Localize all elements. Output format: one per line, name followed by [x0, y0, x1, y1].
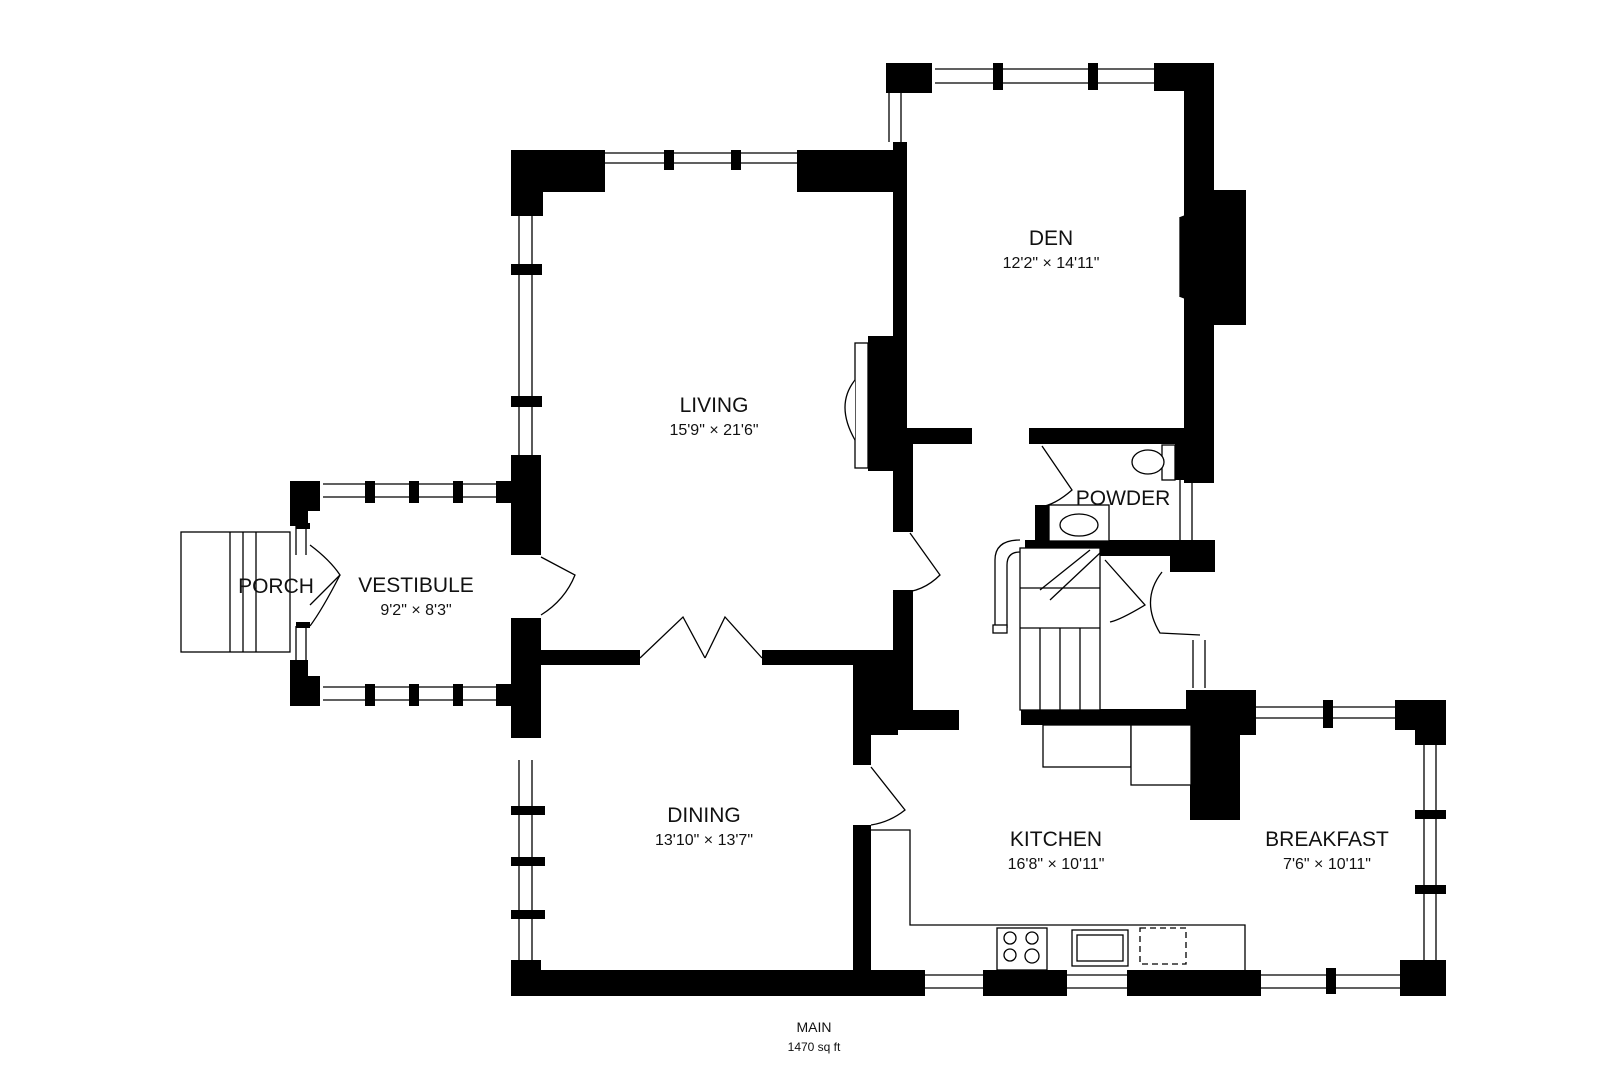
kitchen-label: KITCHEN [1010, 828, 1102, 851]
breakfast-label: BREAKFAST [1265, 828, 1389, 851]
walls [290, 63, 1446, 996]
living-label: LIVING [680, 394, 749, 417]
plan-footer: MAIN 1470 sq ft [788, 1019, 841, 1054]
den-label: DEN [1029, 227, 1073, 250]
room-labels: DEN 12'2" × 14'11" LIVING 15'9" × 21'6" … [238, 227, 1389, 873]
dining-dims: 13'10" × 13'7" [655, 832, 753, 849]
powder-label: POWDER [1076, 487, 1171, 510]
dining-label: DINING [667, 804, 741, 827]
breakfast-dims: 7'6" × 10'11" [1283, 856, 1371, 873]
den-dims: 12'2" × 14'11" [1003, 255, 1100, 272]
kitchen-dims: 16'8" × 10'11" [1008, 856, 1105, 873]
floor-area: 1470 sq ft [788, 1040, 841, 1054]
floor-name: MAIN [797, 1019, 832, 1035]
vestibule-label: VESTIBULE [358, 574, 474, 597]
doors-fixtures [180, 217, 1246, 971]
living-dims: 15'9" × 21'6" [669, 422, 758, 439]
porch-label: PORCH [238, 575, 314, 598]
vestibule-dims: 9'2" × 8'3" [380, 602, 451, 619]
